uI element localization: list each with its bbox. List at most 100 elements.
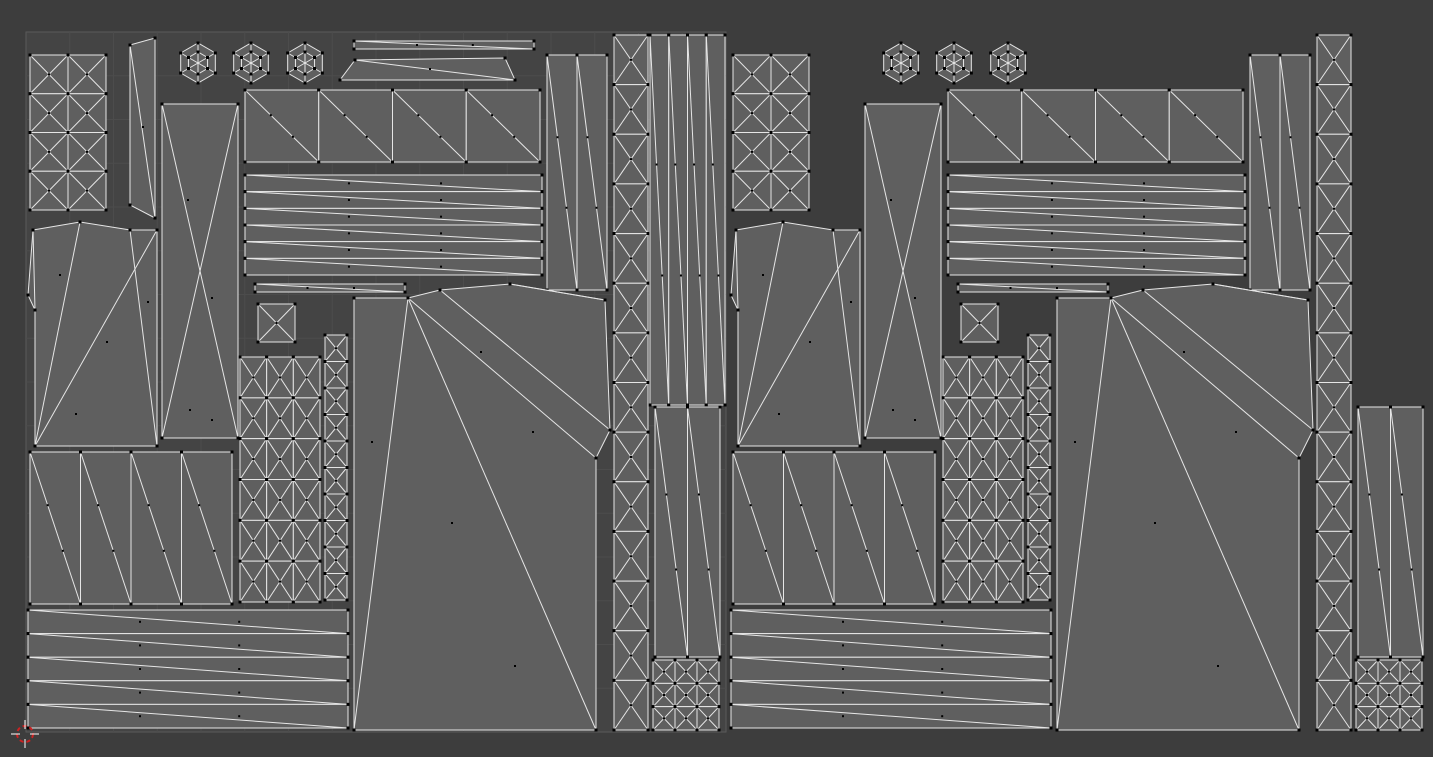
- uv-vertex: [232, 51, 236, 55]
- uv-face-dot: [1038, 400, 1040, 403]
- uv-island: [1356, 405, 1425, 659]
- uv-edge: [947, 89, 1023, 163]
- uv-face-dot: [279, 458, 281, 461]
- uv-face-dot: [1378, 568, 1381, 571]
- uv-vertex: [1421, 655, 1425, 659]
- uv-vertex: [941, 478, 945, 481]
- uv-vertex: [540, 173, 544, 177]
- uv-vertex: [832, 602, 836, 606]
- uv-face-dot: [914, 297, 916, 299]
- uv-face-dot: [371, 441, 373, 443]
- uv-vertex: [729, 293, 733, 297]
- uv-vertex: [1048, 413, 1052, 416]
- uv-face-dot: [892, 409, 894, 411]
- uv-vertex: [1241, 88, 1245, 92]
- uv-edge: [947, 174, 1246, 193]
- uv-vertex: [238, 396, 242, 400]
- uv-face-dot: [815, 549, 818, 552]
- uv-vertex: [695, 705, 699, 709]
- uv-vertex: [646, 182, 650, 186]
- uv-vertex: [323, 598, 327, 602]
- uv-face-dot: [1143, 215, 1146, 218]
- uv-vertex: [249, 81, 253, 85]
- uv-vertex: [1211, 282, 1215, 286]
- uv-edge: [1390, 406, 1424, 658]
- uv-vertex: [160, 102, 164, 106]
- uv-edge: [737, 229, 861, 447]
- uv-vertex: [935, 51, 939, 55]
- uv-vertex: [646, 33, 650, 37]
- uv-face-dot: [440, 199, 443, 201]
- uv-vertex: [78, 220, 82, 224]
- uv-vertex: [1020, 88, 1024, 92]
- uv-vertex: [265, 396, 269, 400]
- uv-island: [653, 405, 722, 659]
- uv-face-dot: [147, 301, 149, 303]
- uv-face-dot: [1366, 694, 1368, 696]
- uv-vertex: [79, 602, 82, 606]
- uv-face-dot: [238, 668, 241, 670]
- uv-vertex: [1048, 545, 1052, 549]
- uv-island: [1026, 333, 1052, 602]
- uv-vertex: [695, 681, 699, 685]
- uv-vertex: [646, 83, 650, 87]
- uv-edge: [1095, 89, 1170, 163]
- uv-vertex: [935, 71, 939, 75]
- uv-edge: [654, 406, 688, 658]
- uv-vertex: [352, 728, 356, 732]
- uv-edge: [244, 224, 543, 243]
- uv-island: [1354, 658, 1424, 732]
- uv-vertex: [345, 572, 349, 575]
- uv-vertex: [909, 56, 913, 59]
- uv-edge: [957, 283, 1109, 293]
- uv-vertex: [952, 81, 956, 85]
- uv-island: [243, 173, 544, 277]
- uv-edge: [244, 241, 543, 259]
- uv-edge: [730, 609, 1052, 635]
- uv-island: [352, 39, 536, 51]
- uv-island: [28, 450, 234, 606]
- uv-vertex: [1048, 572, 1052, 575]
- uv-face-dot: [335, 400, 337, 403]
- uv-face-dot: [1050, 182, 1053, 185]
- uv-vertex: [1243, 273, 1247, 277]
- uv-face-dot: [335, 506, 337, 509]
- uv-vertex: [646, 430, 650, 434]
- uv-vertex: [946, 190, 950, 194]
- uv-vertex: [1315, 132, 1319, 136]
- uv-vertex: [1048, 360, 1052, 363]
- uv-edge: [233, 52, 269, 74]
- uv-face-dot: [97, 504, 100, 507]
- uv-face-dot: [749, 504, 752, 507]
- uv-vertex: [1315, 529, 1319, 533]
- uv-vertex: [1026, 333, 1030, 337]
- uv-vertex: [540, 190, 544, 194]
- uv-face-dot: [955, 539, 958, 542]
- uv-edge: [244, 207, 543, 226]
- uv-face-dot: [1143, 199, 1146, 201]
- uv-face-dot: [1388, 717, 1390, 720]
- uv-island: [729, 220, 862, 448]
- uv-edge: [1110, 297, 1300, 459]
- uv-island: [160, 102, 240, 440]
- uv-vertex: [1398, 728, 1402, 732]
- uv-face-dot: [679, 274, 682, 277]
- uv-vertex: [1349, 579, 1353, 583]
- uv-vertex: [831, 228, 835, 232]
- uv-vertex: [391, 88, 394, 92]
- uv-face-dot: [978, 322, 981, 324]
- uv-vertex: [28, 450, 32, 454]
- uv-vertex: [956, 290, 960, 294]
- uv-vertex: [266, 51, 270, 55]
- uv-face-dot: [347, 199, 350, 201]
- 2d-cursor-icon[interactable]: [10, 719, 40, 749]
- uv-face-dot: [275, 322, 278, 324]
- uv-face-dot: [674, 163, 677, 166]
- uv-face-dot: [335, 479, 337, 482]
- uv-face-dot: [630, 555, 632, 558]
- uv-vertex: [605, 288, 609, 292]
- uv-vertex: [653, 655, 657, 659]
- uv-edge: [287, 52, 323, 74]
